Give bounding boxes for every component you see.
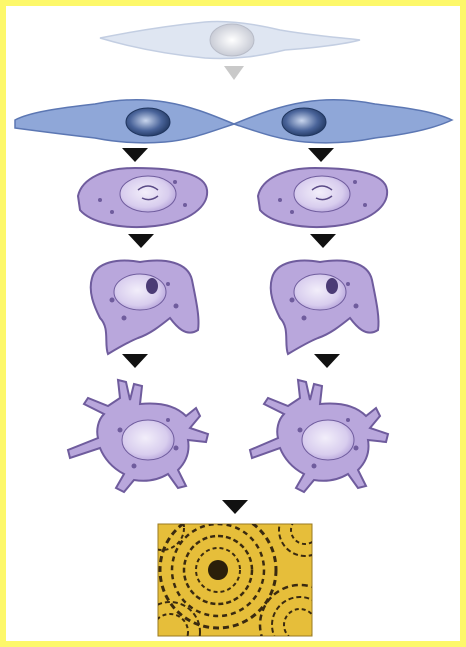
- down-triangle-icon: [314, 354, 340, 368]
- spindle-cell-left: [15, 100, 234, 143]
- down-triangle-icon: [122, 148, 148, 162]
- down-triangle-icon: [122, 354, 148, 368]
- down-triangle-icon: [310, 234, 336, 248]
- faded-precursor-cell: [100, 21, 360, 58]
- dendritic-cell-right: [250, 380, 388, 492]
- down-triangle-icon: [128, 234, 154, 248]
- faded-down-arrow-icon: [224, 66, 244, 80]
- round-cell-left: [78, 168, 207, 227]
- spindle-cell-right: [234, 100, 452, 143]
- down-triangle-icon: [222, 500, 248, 514]
- dendritic-cell-left: [68, 380, 208, 492]
- lobed-cell-left: [91, 261, 199, 354]
- lobed-cell-right: [271, 261, 379, 354]
- down-triangle-icon: [308, 148, 334, 162]
- bone-tissue-image: [140, 504, 340, 647]
- round-cell-right: [258, 168, 387, 227]
